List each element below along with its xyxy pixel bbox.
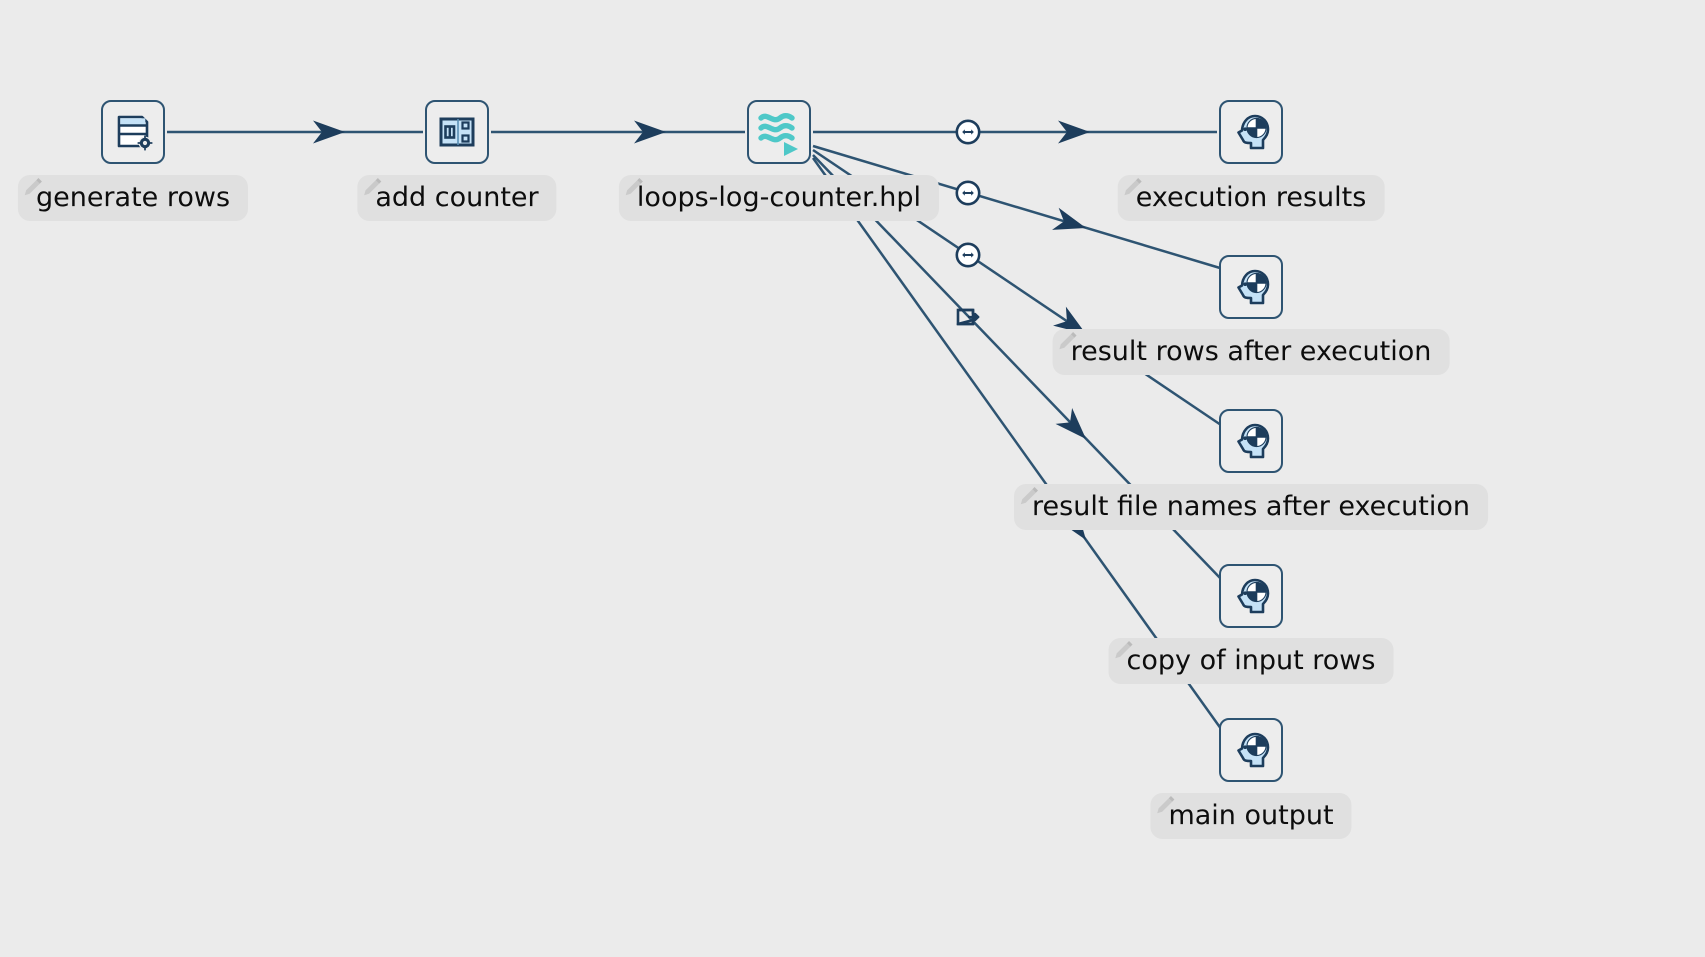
node-label-execution-results[interactable]: execution results — [1117, 175, 1385, 221]
edit-pencil-icon — [1059, 332, 1077, 350]
node-generate-rows[interactable] — [101, 100, 165, 164]
hop-add-counter-to-pipeline-arrowhead — [634, 120, 666, 144]
edit-pencil-icon — [1124, 178, 1142, 196]
node-execution-results[interactable] — [1219, 100, 1283, 164]
node-label-text: execution results — [1135, 182, 1367, 213]
hop-pipeline-icon — [753, 106, 805, 158]
node-label-copy-of-input-rows[interactable]: copy of input rows — [1108, 638, 1394, 684]
edit-pencil-icon — [1115, 641, 1133, 659]
node-add-counter[interactable] — [425, 100, 489, 164]
node-label-text: add counter — [375, 182, 539, 213]
edit-pencil-icon — [364, 178, 382, 196]
node-label-text: loops-log-counter.hpl — [636, 182, 922, 213]
node-label-result-rows-after-execution[interactable]: result rows after execution — [1052, 329, 1450, 375]
node-label-text: copy of input rows — [1126, 645, 1376, 676]
memory-head-icon — [1229, 574, 1273, 618]
table-gear-icon — [111, 110, 155, 154]
node-label-generate-rows[interactable]: generate rows — [17, 175, 249, 221]
copy-rows-icon[interactable] — [954, 241, 982, 269]
hop-pipeline-to-execution-results-arrowhead — [1058, 120, 1090, 144]
node-result-file-names-after-execution[interactable] — [1219, 409, 1283, 473]
memory-head-icon — [1229, 265, 1273, 309]
memory-head-icon — [1229, 728, 1273, 772]
hop-pipeline-to-copy-of-input-rows-arrowhead — [1055, 407, 1086, 439]
node-result-rows-after-execution[interactable] — [1219, 255, 1283, 319]
node-label-main-output[interactable]: main output — [1150, 793, 1352, 839]
copy-rows-icon[interactable] — [954, 118, 982, 146]
node-label-text: main output — [1168, 800, 1334, 831]
node-label-result-file-names-after-execution[interactable]: result file names after execution — [1014, 484, 1488, 530]
counter-box-icon — [437, 112, 477, 152]
node-label-text: generate rows — [35, 182, 231, 213]
node-label-text: result rows after execution — [1070, 336, 1432, 367]
edit-pencil-icon — [1020, 487, 1039, 505]
node-label-add-counter[interactable]: add counter — [357, 175, 557, 221]
copy-rows-icon[interactable] — [954, 179, 982, 207]
memory-head-icon — [1229, 419, 1273, 463]
hop-pipeline-to-result-rows-arrowhead — [1052, 207, 1086, 230]
node-copy-of-input-rows[interactable] — [1219, 564, 1283, 628]
memory-head-icon — [1229, 110, 1273, 154]
main-output-icon[interactable] — [954, 303, 982, 331]
node-main-output[interactable] — [1219, 718, 1283, 782]
node-label-text: result file names after execution — [1032, 491, 1470, 522]
edit-pencil-icon — [1157, 796, 1175, 814]
node-label-loops-log-counter-hpl[interactable]: loops-log-counter.hpl — [618, 175, 940, 221]
edit-pencil-icon — [625, 178, 643, 196]
hop-generate-rows-to-add-counter-arrowhead — [313, 120, 345, 144]
node-loops-log-counter-hpl[interactable] — [747, 100, 811, 164]
edit-pencil-icon — [24, 178, 42, 196]
